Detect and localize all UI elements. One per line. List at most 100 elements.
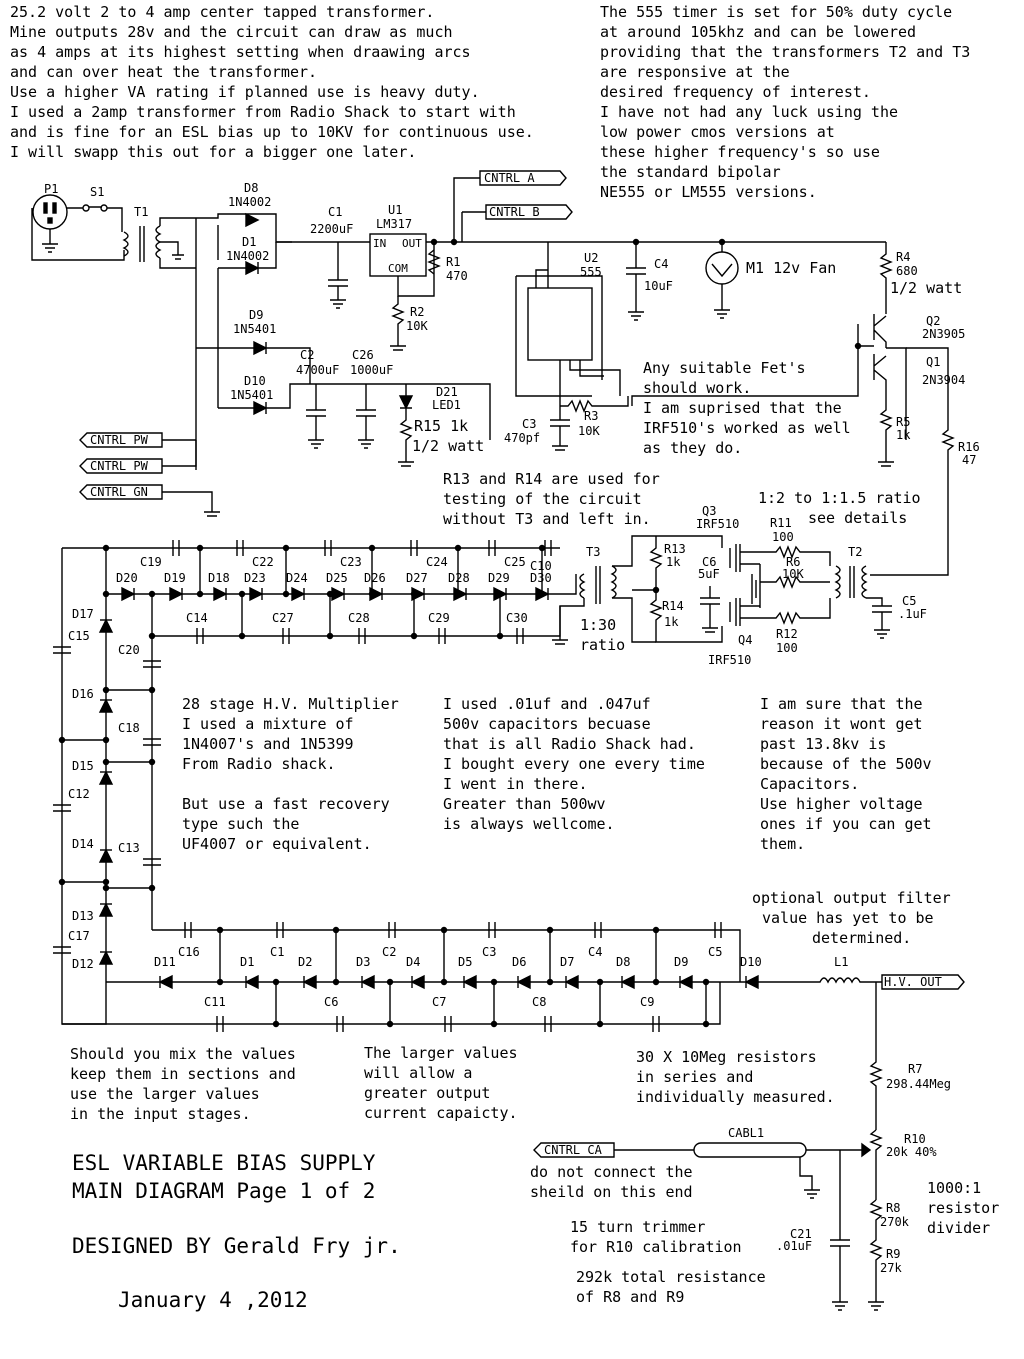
junction (496, 632, 504, 640)
label: 298.44Meg (886, 1077, 951, 1091)
label: .1uF (898, 607, 927, 621)
label: D29 (488, 571, 510, 585)
note-line: of R8 and R9 (576, 1288, 684, 1306)
note-line: optional output filter (752, 889, 951, 907)
capacitor-c22 (236, 540, 244, 556)
note-line: UF4007 or equivalent. (182, 835, 372, 853)
label: D24 (286, 571, 308, 585)
output-section: L1 H.V. OUT R7 298.44Meg R10 20k 40% R8 … (533, 955, 965, 1311)
wire (62, 982, 107, 1025)
ground-symbol (172, 254, 184, 260)
label: D28 (448, 571, 470, 585)
label: 1N5401 (233, 322, 276, 336)
label: D27 (406, 571, 428, 585)
note-total: 292k total resistance of R8 and R9 (576, 1268, 766, 1306)
junction (454, 590, 462, 598)
label: D1 (242, 235, 256, 249)
note-line: Any suitable Fet's (643, 359, 806, 377)
label: R6 (786, 555, 800, 569)
label: D10 (244, 374, 266, 388)
capacitor-c29 (438, 628, 446, 644)
switch-s1 (100, 204, 108, 212)
label: C3 (522, 417, 536, 431)
capacitor-lower-c7 (444, 1016, 452, 1032)
junction (102, 736, 110, 744)
note-line: Should you mix the values (70, 1045, 296, 1063)
capacitor-lower-c4 (594, 922, 602, 938)
label: C9 (640, 995, 654, 1009)
note-line: I have not had any luck using the (600, 103, 898, 121)
junction (702, 1020, 710, 1028)
note-line: at around 105khz and can be lowered (600, 23, 916, 41)
transformer-t3-secondary (579, 573, 586, 599)
note-line: providing that the transformers T2 and T… (600, 43, 970, 61)
label: D12 (72, 957, 94, 971)
junction (326, 632, 334, 640)
label: U2 (584, 251, 598, 265)
note-line: 1:30 (580, 616, 616, 634)
plug-p1 (32, 194, 68, 230)
note-line: will allow a (364, 1064, 472, 1082)
fet-q4 (729, 598, 760, 626)
label: R14 (662, 599, 684, 613)
label: 1000uF (350, 363, 393, 377)
junction (332, 926, 340, 934)
label: D7 (560, 955, 574, 969)
junction (386, 1020, 394, 1028)
connector-cntrl-b (485, 204, 573, 220)
note-line: as they do. (643, 439, 742, 457)
junction (652, 978, 660, 986)
note-fets: Any suitable Fet's should work. I am sup… (643, 359, 851, 457)
label: D14 (72, 837, 94, 851)
junction (102, 884, 110, 892)
plug-pin (43, 202, 48, 214)
note-line: I went in there. (443, 775, 588, 793)
junction (148, 884, 156, 892)
capacitor-c19 (172, 540, 180, 556)
title-block: ESL VARIABLE BIAS SUPPLY MAIN DIAGRAM Pa… (72, 1151, 401, 1312)
junction (386, 978, 394, 986)
label: 1N5401 (230, 388, 273, 402)
label: C23 (340, 555, 362, 569)
diode-lower-d9 (678, 974, 693, 990)
label: R4 (896, 250, 910, 264)
note-line: value has yet to be (762, 909, 934, 927)
note-line: should work. (643, 379, 751, 397)
junction (490, 978, 498, 986)
junction (538, 590, 546, 598)
diode-lower-d4 (410, 974, 425, 990)
connector-hv-out (881, 974, 965, 990)
date: January 4 ,2012 (118, 1288, 308, 1312)
capacitor-c4 (548, 241, 886, 321)
label: C5 (708, 945, 722, 959)
title-line-2: MAIN DIAGRAM Page 1 of 2 (72, 1179, 375, 1203)
label: D2 (298, 955, 312, 969)
junction (546, 978, 554, 986)
resistor-r16 (870, 347, 955, 576)
diode-d20 (121, 586, 136, 602)
label: CNTRL CA (544, 1143, 603, 1157)
label: D20 (116, 571, 138, 585)
label: M1 12v Fan (746, 259, 836, 277)
note-line: current capaicty. (364, 1104, 518, 1122)
note-line: I am sure that the (760, 695, 923, 713)
label: D1 (240, 955, 254, 969)
label: IRF510 (708, 653, 751, 667)
label: D9 (249, 308, 263, 322)
diode-lower-d10 (744, 974, 759, 990)
label: CNTRL PW (90, 459, 149, 473)
transformer-t3-primary (610, 565, 617, 599)
label: C29 (428, 611, 450, 625)
label: 1k (896, 428, 911, 442)
transformer-t1-secondary (155, 225, 162, 259)
note-line: past 13.8kv is (760, 735, 886, 753)
note-line: low power cmos versions at (600, 123, 835, 141)
label: 470pf (504, 431, 540, 445)
junction (596, 1020, 604, 1028)
note-line: divider (927, 1219, 990, 1237)
note-line: ones if you can get (760, 815, 932, 833)
transformer-t1-primary (122, 231, 129, 257)
note-line: 292k total resistance (576, 1268, 766, 1286)
note-line: The 555 timer is set for 50% duty cycle (600, 3, 952, 21)
label: C26 (352, 348, 374, 362)
